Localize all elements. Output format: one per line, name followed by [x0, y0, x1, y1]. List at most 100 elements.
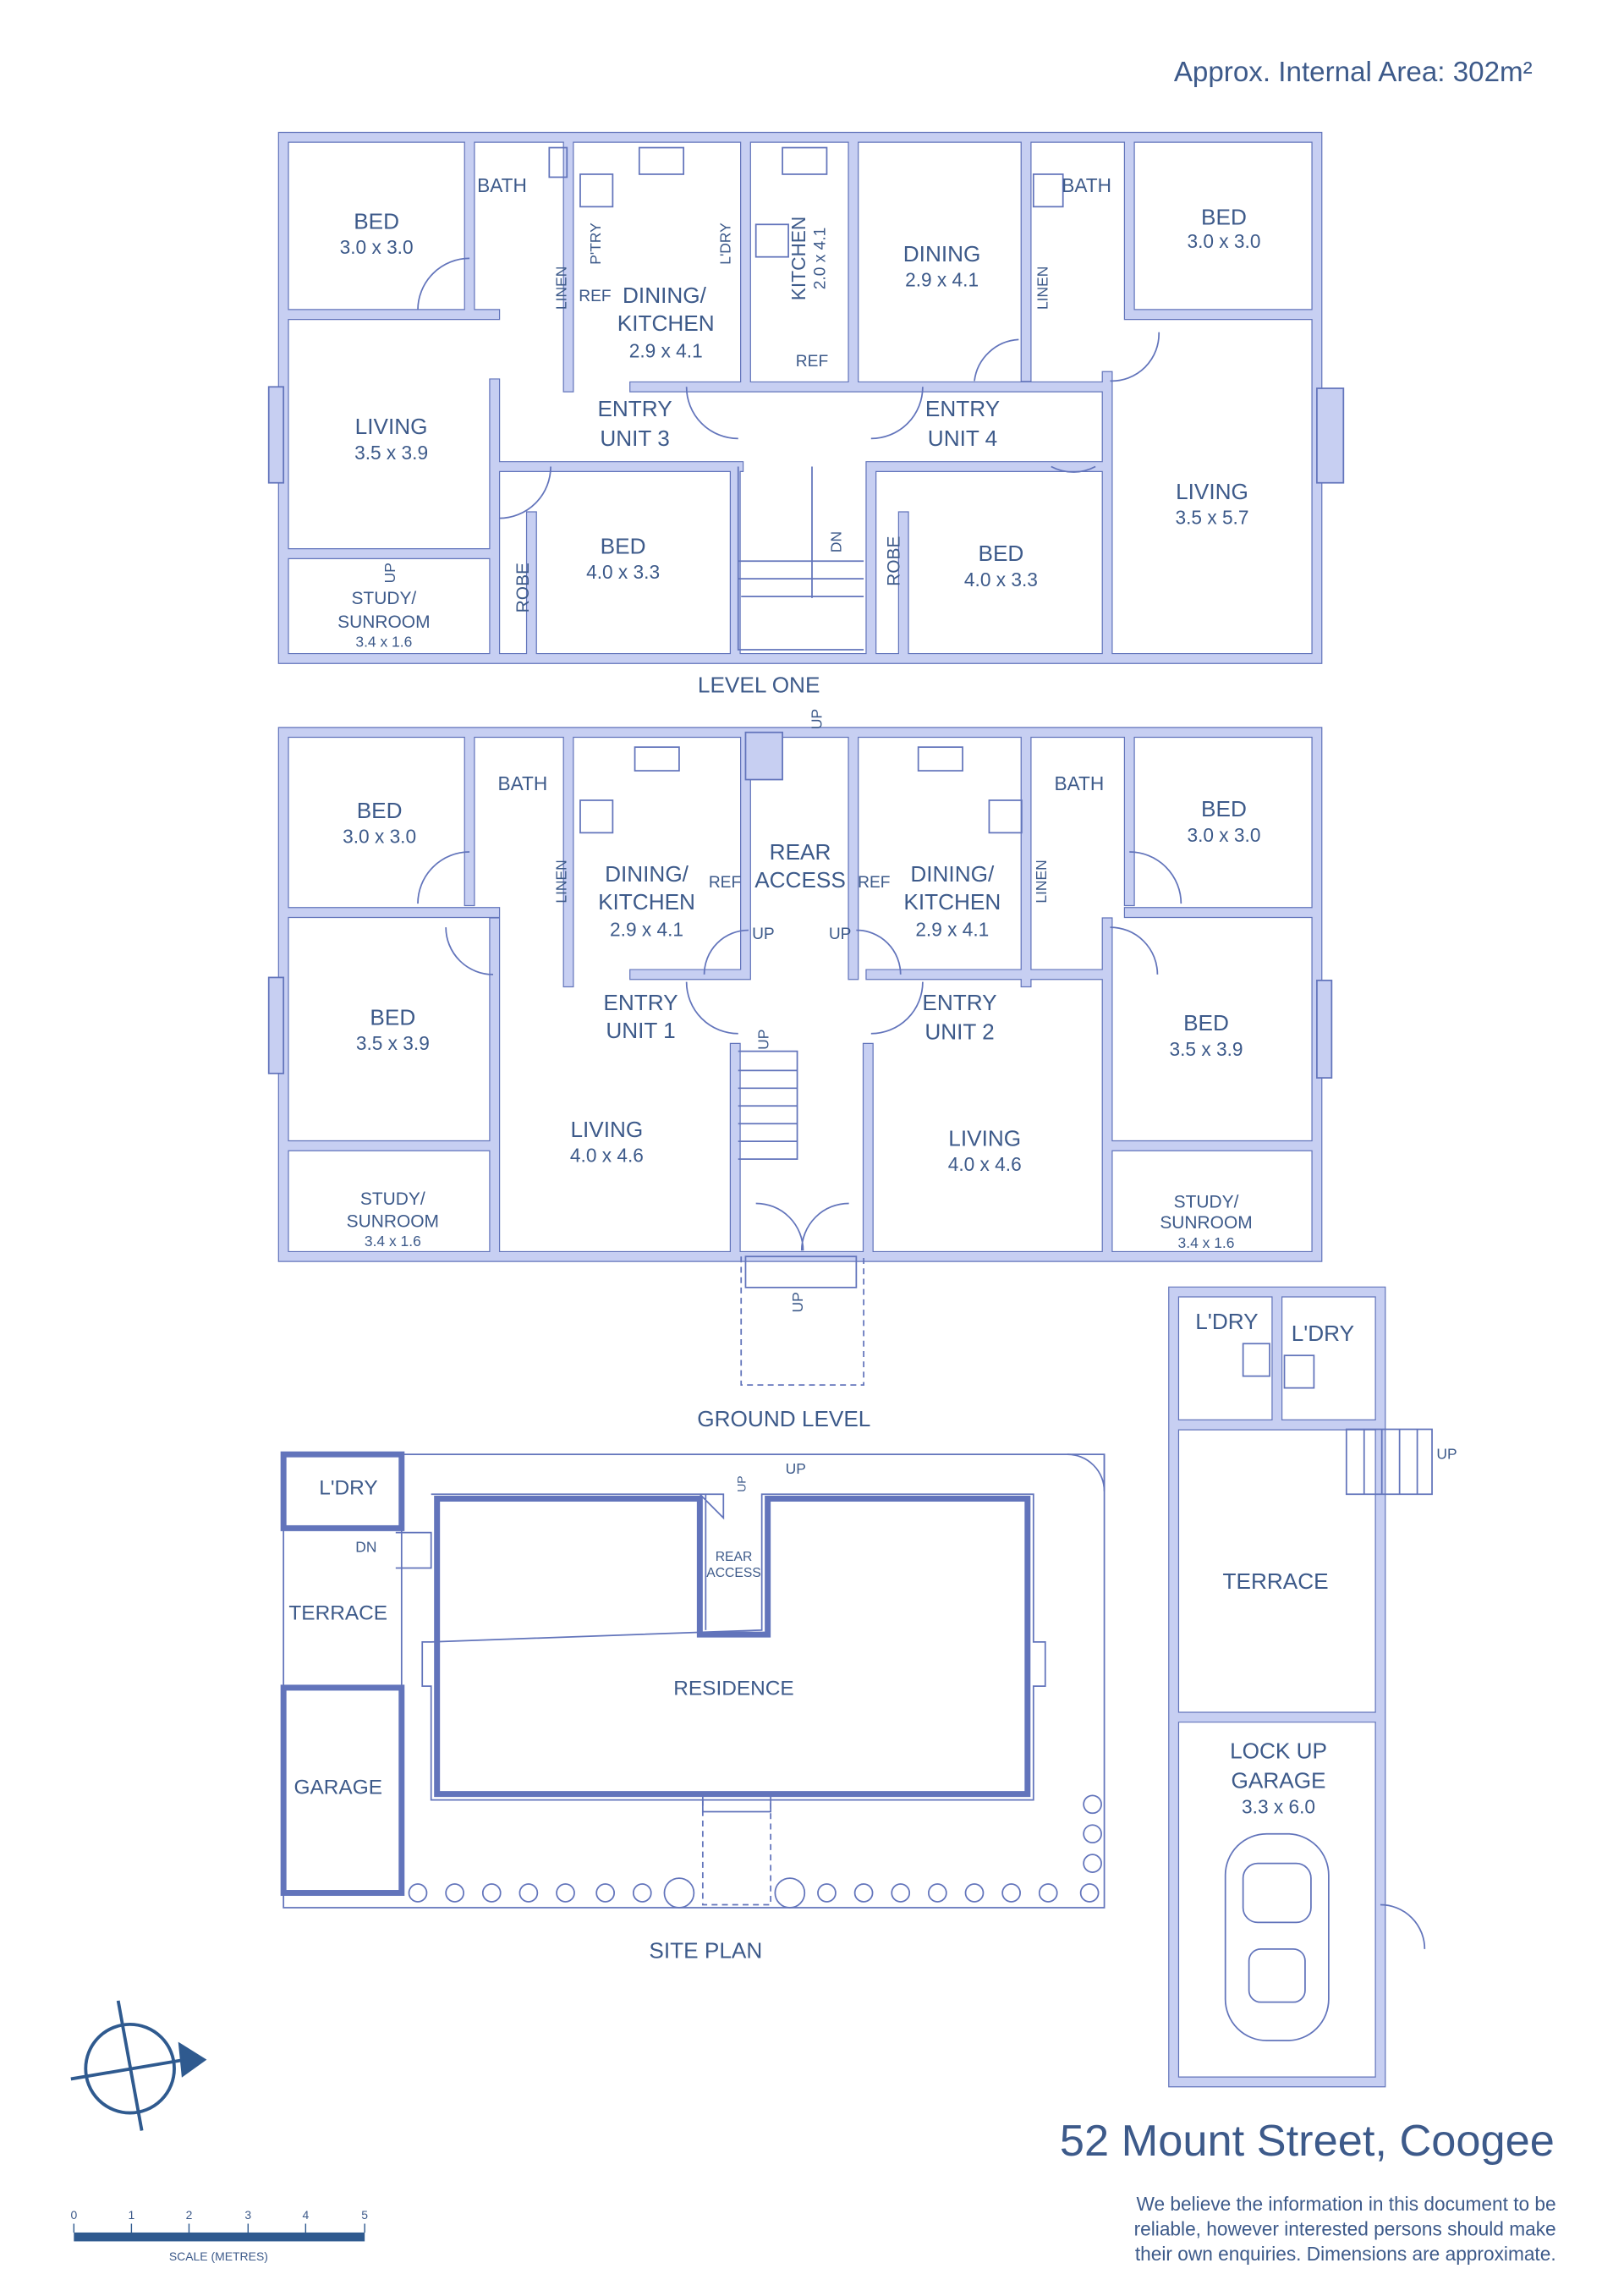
site-plan-laundry-label: L'DRY — [319, 1476, 377, 1499]
ground-level-living-a-1-label: 4.0 x 4.6 — [570, 1145, 644, 1167]
site-plan-garage-label: GARAGE — [294, 1777, 382, 1799]
plant-icon — [1083, 1794, 1102, 1815]
ground-level-study-b-1-label: SUNROOM — [1160, 1213, 1252, 1233]
outbuilding-garage-1-label: GARAGE — [1232, 1768, 1326, 1793]
ground-level-dk-a-2-label: 2.9 x 4.1 — [610, 919, 683, 941]
ground-level-up-top-label: UP — [809, 709, 826, 729]
level-one-bed-b-1-label: 3.0 x 3.0 — [1187, 230, 1260, 252]
plant-icon — [928, 1883, 947, 1903]
ground-level-entry-1-0-label: ENTRY — [603, 990, 678, 1015]
footer-disclaimer-0-label: We believe the information in this docum… — [1137, 2193, 1556, 2215]
ground-level-dk-b-2-label: 2.9 x 4.1 — [915, 919, 989, 941]
ground-level-dk-b-1-label: KITCHEN — [903, 889, 1001, 915]
ground-level-bed-b-1-label: 3.0 x 3.0 — [1187, 824, 1260, 846]
plant-icon — [853, 1883, 874, 1903]
plant-icon — [481, 1883, 502, 1903]
plant-icon — [817, 1883, 837, 1903]
scale-ticks-4-label: 4 — [302, 2208, 309, 2222]
site-plan-up-label: UP — [786, 1460, 806, 1477]
ground-level-ref-b-label: REF — [858, 874, 890, 892]
level-one-dining-1-label: 2.9 x 4.1 — [905, 269, 979, 291]
plant-icon — [1079, 1883, 1100, 1903]
level-one-living-b-1-label: 3.5 x 5.7 — [1176, 507, 1249, 529]
level-one-study-2-label: 3.4 x 1.6 — [355, 633, 412, 650]
plant-icon — [445, 1883, 464, 1903]
ground-level-bed-d-1-label: 3.5 x 3.9 — [1170, 1038, 1243, 1060]
hedge-plants — [408, 1794, 1102, 1909]
ground-level-bed-b-0-label: BED — [1201, 796, 1247, 821]
level-one-linen-a-label: LINEN — [553, 266, 570, 310]
plant-icon — [964, 1883, 985, 1903]
outbuilding-laundry-b-label: L'DRY — [1292, 1321, 1354, 1346]
level-one-entry-4-1-label: UNIT 4 — [928, 426, 997, 451]
scale-ticks-1-label: 1 — [129, 2208, 135, 2222]
ground-level-bed-c-0-label: BED — [370, 1004, 415, 1030]
ground-level-bed-c-1-label: 3.5 x 3.9 — [356, 1032, 430, 1054]
outbuilding-laundry-a-label: L'DRY — [1195, 1309, 1258, 1334]
site-plan-terrace-label: TERRACE — [288, 1602, 387, 1625]
ground-level-dk-a-0-label: DINING/ — [605, 861, 689, 887]
outbuilding-garage-0-label: LOCK UP — [1230, 1738, 1327, 1764]
site-plan-residence-label: RESIDENCE — [673, 1678, 794, 1700]
ground-level-up-stair-label: UP — [755, 1030, 772, 1050]
plant-icon — [556, 1883, 575, 1903]
ground-level-up-a-label: UP — [752, 926, 775, 943]
level-one-bath-b-label: BATH — [1062, 174, 1111, 196]
ground-level-rear-access-1-label: ACCESS — [754, 867, 846, 893]
level-one-linen-b-label: LINEN — [1034, 266, 1051, 310]
ground-level-up-b-label: UP — [829, 926, 852, 943]
scale-ticks-0-label: 0 — [70, 2208, 77, 2222]
ground-level-linen-b-label: LINEN — [1033, 860, 1050, 903]
level-one-entry-3-0-label: ENTRY — [597, 396, 672, 421]
level-one-robe-b-label: ROBE — [884, 536, 903, 586]
ground-level-study-a-0-label: STUDY/ — [360, 1189, 425, 1209]
outbuilding-terrace-label: TERRACE — [1223, 1568, 1329, 1594]
ground-level-bath-a-label: BATH — [498, 772, 548, 794]
level-one-laundry-label: L'DRY — [716, 222, 733, 265]
header-area-label: Approx. Internal Area: 302m² — [1174, 57, 1533, 88]
level-one-bed-c-0-label: BED — [601, 534, 646, 559]
level-one-bed-c-1-label: 4.0 x 3.3 — [586, 561, 660, 583]
level-one-bed-d-1-label: 4.0 x 3.3 — [964, 569, 1038, 590]
level-one-bath-a-label: BATH — [477, 174, 527, 196]
scale-ticks-2-label: 2 — [186, 2208, 193, 2222]
level-one-dining-kitchen-1-label: KITCHEN — [617, 310, 715, 336]
ground-level-dk-a-1-label: KITCHEN — [598, 889, 695, 915]
ground-level-study-b-0-label: STUDY/ — [1174, 1193, 1239, 1212]
site-plan-title-label: SITE PLAN — [649, 1937, 762, 1963]
ground-level-entry-1-1-label: UNIT 1 — [606, 1018, 675, 1043]
ground-level-bed-a-0-label: BED — [357, 798, 403, 823]
plant-icon — [663, 1877, 695, 1909]
scale-ticks-5-label: 5 — [361, 2208, 368, 2222]
scale-ticks-3-label: 3 — [244, 2208, 251, 2222]
ground-level-ref-a-label: REF — [709, 874, 741, 892]
site-plan-dn-label: DN — [355, 1538, 376, 1555]
ground-level-linen-a-label: LINEN — [553, 860, 570, 903]
ground-level-title-label: GROUND LEVEL — [697, 1406, 870, 1431]
plant-icon — [595, 1883, 615, 1903]
ground-level-entry-2-1-label: UNIT 2 — [924, 1019, 994, 1045]
level-one-entry-4-0-label: ENTRY — [925, 396, 1000, 421]
level-one-living-b-0-label: LIVING — [1176, 479, 1248, 504]
level-one-bed-a-0-label: BED — [354, 209, 399, 234]
level-one-kitchen-1-label: 2.0 x 4.1 — [812, 228, 830, 290]
plant-icon — [1038, 1883, 1058, 1903]
level-one-bed-d-0-label: BED — [978, 541, 1023, 566]
plant-icon — [518, 1883, 539, 1903]
level-one-bed-a-1-label: 3.0 x 3.0 — [340, 236, 414, 258]
level-one-ref-b-label: REF — [796, 353, 828, 371]
level-one-up-label: UP — [381, 563, 398, 583]
plant-icon — [891, 1883, 911, 1903]
level-one-ref-a-label: REF — [579, 288, 611, 305]
site-plan-up-small-label: UP — [735, 1475, 749, 1491]
level-one-pantry-label: P'TRY — [587, 222, 604, 265]
ground-level-up-porch-label: UP — [789, 1292, 806, 1312]
level-one-robe-a-label: ROBE — [513, 563, 533, 612]
level-one-study-1-label: SUNROOM — [337, 612, 430, 632]
ground-level-plan — [267, 727, 1333, 1386]
level-one-kitchen-0-label: KITCHEN — [787, 217, 809, 301]
plant-icon — [774, 1877, 806, 1909]
ground-level-study-a-1-label: SUNROOM — [347, 1211, 439, 1231]
plant-icon — [1001, 1883, 1021, 1903]
plant-icon — [1083, 1824, 1102, 1844]
